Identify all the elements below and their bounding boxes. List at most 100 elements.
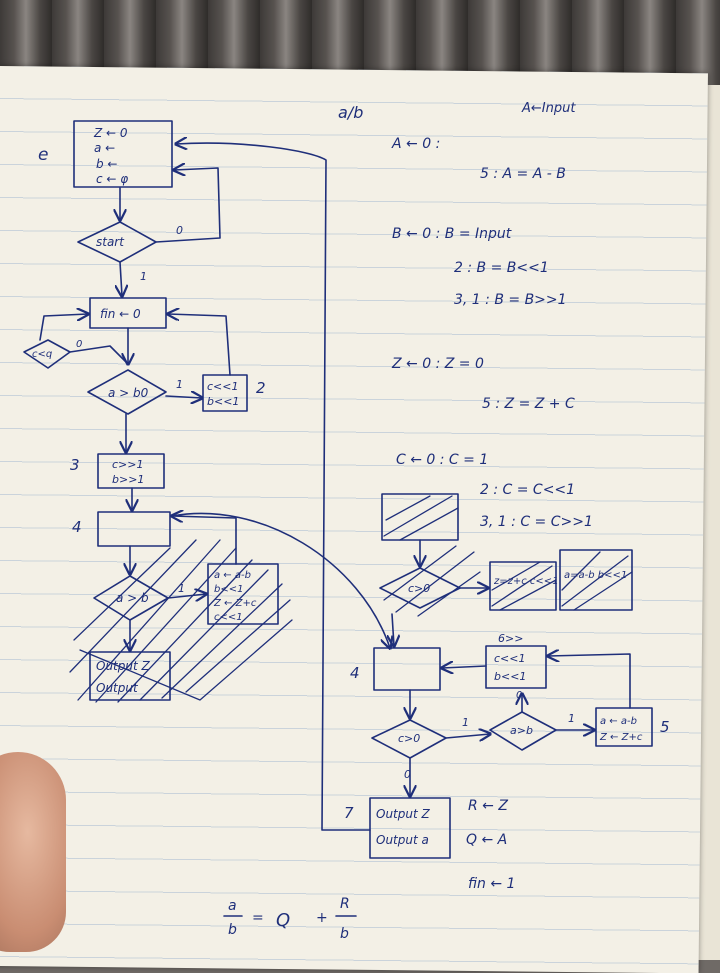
reg-def-10: 3, 1 : C = C>>1 — [480, 514, 593, 530]
right-shift-box — [485, 645, 547, 689]
subtract-box — [207, 563, 279, 625]
shift-right-line-2: b>>1 — [112, 473, 144, 486]
crossed-box-1-text: z=z+c c<<1 — [493, 576, 559, 587]
start-yes-label: 1 — [140, 270, 147, 283]
left-box-4-num: 4 — [72, 518, 82, 536]
thumb — [0, 752, 66, 952]
shift-right-box — [97, 453, 165, 489]
right-box-4-num: 4 — [350, 664, 360, 682]
compare-2-label: a > b — [116, 591, 149, 605]
init-box — [73, 120, 173, 188]
arrow-c-check — [69, 345, 129, 365]
compare-2-yes: 1 — [178, 582, 185, 595]
c-no-label: 0 — [404, 768, 411, 781]
reg-def-3: B ← 0 : B = Input — [392, 226, 512, 242]
c-check-out: 0 — [76, 339, 82, 350]
formula-lhs-num: a — [228, 898, 237, 914]
shift-left-line-2: b<<1 — [207, 395, 239, 408]
arrow-into-right-box4 — [392, 613, 394, 646]
reg-def-5: 3, 1 : B = B>>1 — [454, 292, 567, 308]
shift-left-num: 2 — [256, 379, 266, 397]
formula-eq: = — [252, 910, 264, 926]
formula-quotient: Q — [276, 910, 290, 931]
formula-plus: + — [316, 910, 328, 926]
arrow-loop-back-init — [176, 143, 371, 831]
arrow-cmp2-sub — [167, 594, 206, 598]
fin-box-text: fin ← 0 — [100, 307, 141, 321]
left-output-box — [89, 651, 171, 701]
sub-line-2: b<<1 — [214, 584, 243, 595]
arrow-arc-to-right — [171, 512, 390, 648]
arrow-sub-loop — [172, 516, 237, 565]
compare-1-yes: 1 — [176, 378, 183, 391]
shift-right-num: 3 — [70, 456, 80, 474]
shift-left-box — [202, 374, 248, 412]
cross-out-scribble-left — [69, 539, 293, 703]
arrow-start-fin — [120, 261, 122, 296]
formula-rhs-num: R — [340, 896, 350, 912]
right-output-line-2: Output a — [376, 833, 429, 847]
sub-line-1: a ← a-b — [214, 570, 251, 581]
right-shift-line-1: c<<1 — [494, 652, 525, 665]
shift-right-line-1: c>>1 — [112, 458, 143, 471]
right-subtract-box — [595, 707, 653, 747]
right-compare-decision — [489, 711, 557, 751]
init-box-label: e — [38, 145, 48, 165]
start-no-label: 0 — [176, 224, 183, 237]
right-shift-line-2: b<<1 — [494, 670, 526, 683]
page-title: a/b — [338, 103, 363, 122]
formula-rhs-den: b — [340, 926, 349, 942]
right-compare-no: 0 — [516, 690, 522, 701]
sub-line-4: c<<1 — [214, 612, 243, 623]
right-compare-label: a>b — [510, 724, 533, 737]
formula-lhs-den: b — [228, 922, 237, 938]
start-label: start — [96, 235, 125, 249]
arrow-c-yes — [445, 734, 490, 738]
right-box-4 — [373, 647, 441, 691]
reg-def-2: 5 : A = A - B — [480, 166, 566, 182]
init-line-4: c ← φ — [96, 172, 128, 186]
right-compare-yes: 1 — [568, 712, 575, 725]
arrow-shift-loop — [168, 314, 231, 376]
right-sub-line-2: Z ← Z+c — [599, 732, 643, 743]
crossed-decision-label: c>0 — [408, 582, 430, 595]
crossed-decision — [379, 567, 461, 609]
reg-def-7: 5 : Z = Z + C — [482, 396, 575, 412]
crossed-box-2 — [559, 549, 633, 611]
reg-def-8: C ← 0 : C = 1 — [396, 452, 488, 468]
reg-def-4: 2 : B = B<<1 — [454, 260, 549, 276]
crossed-box-1 — [489, 561, 557, 611]
left-output-line-2: Output — [96, 681, 139, 695]
reg-def-1: A ← 0 : — [391, 136, 440, 152]
reg-def-6: Z ← 0 : Z = 0 — [391, 356, 484, 372]
arrow-cmp1-shift — [165, 396, 202, 398]
assign-line-2: Q ← A — [466, 832, 507, 848]
c-positive-label: c>0 — [398, 732, 420, 745]
c-check-label: c<q — [32, 349, 52, 360]
right-output-num: 7 — [344, 804, 354, 822]
init-line-3: b ← — [96, 157, 118, 171]
init-line-2: a ← — [94, 141, 115, 155]
init-line-1: Z ← 0 — [93, 126, 128, 140]
right-output-line-1: Output Z — [376, 807, 430, 821]
compare-1-label: a > b0 — [108, 386, 149, 400]
compare-decision-1 — [87, 369, 167, 415]
c-yes-label: 1 — [462, 716, 469, 729]
arrow-c-check-up — [39, 314, 88, 341]
arrow-shift-box4 — [442, 666, 487, 668]
arrow-start-loop — [155, 168, 221, 243]
assign-line-3: fin ← 1 — [468, 876, 515, 892]
right-shift-label: 6>> — [498, 632, 523, 645]
right-sub-line-1: a ← a-b — [600, 716, 637, 727]
crossed-out-draft: c>0 z=z+c c<<1 a=a-b b<<1 — [379, 493, 633, 617]
division-formula: a b = Q + R b — [223, 896, 357, 942]
shift-left-line-1: c<<1 — [207, 380, 238, 393]
right-sub-num: 5 — [660, 718, 670, 736]
page-title-right: A←Input — [521, 101, 576, 116]
crossed-box-2-text: a=a-b b<<1 — [564, 570, 627, 581]
left-box-4 — [97, 511, 171, 547]
reg-def-9: 2 : C = C<<1 — [480, 482, 575, 498]
arrow-sub-shift — [548, 654, 631, 709]
right-output-box — [369, 797, 451, 859]
